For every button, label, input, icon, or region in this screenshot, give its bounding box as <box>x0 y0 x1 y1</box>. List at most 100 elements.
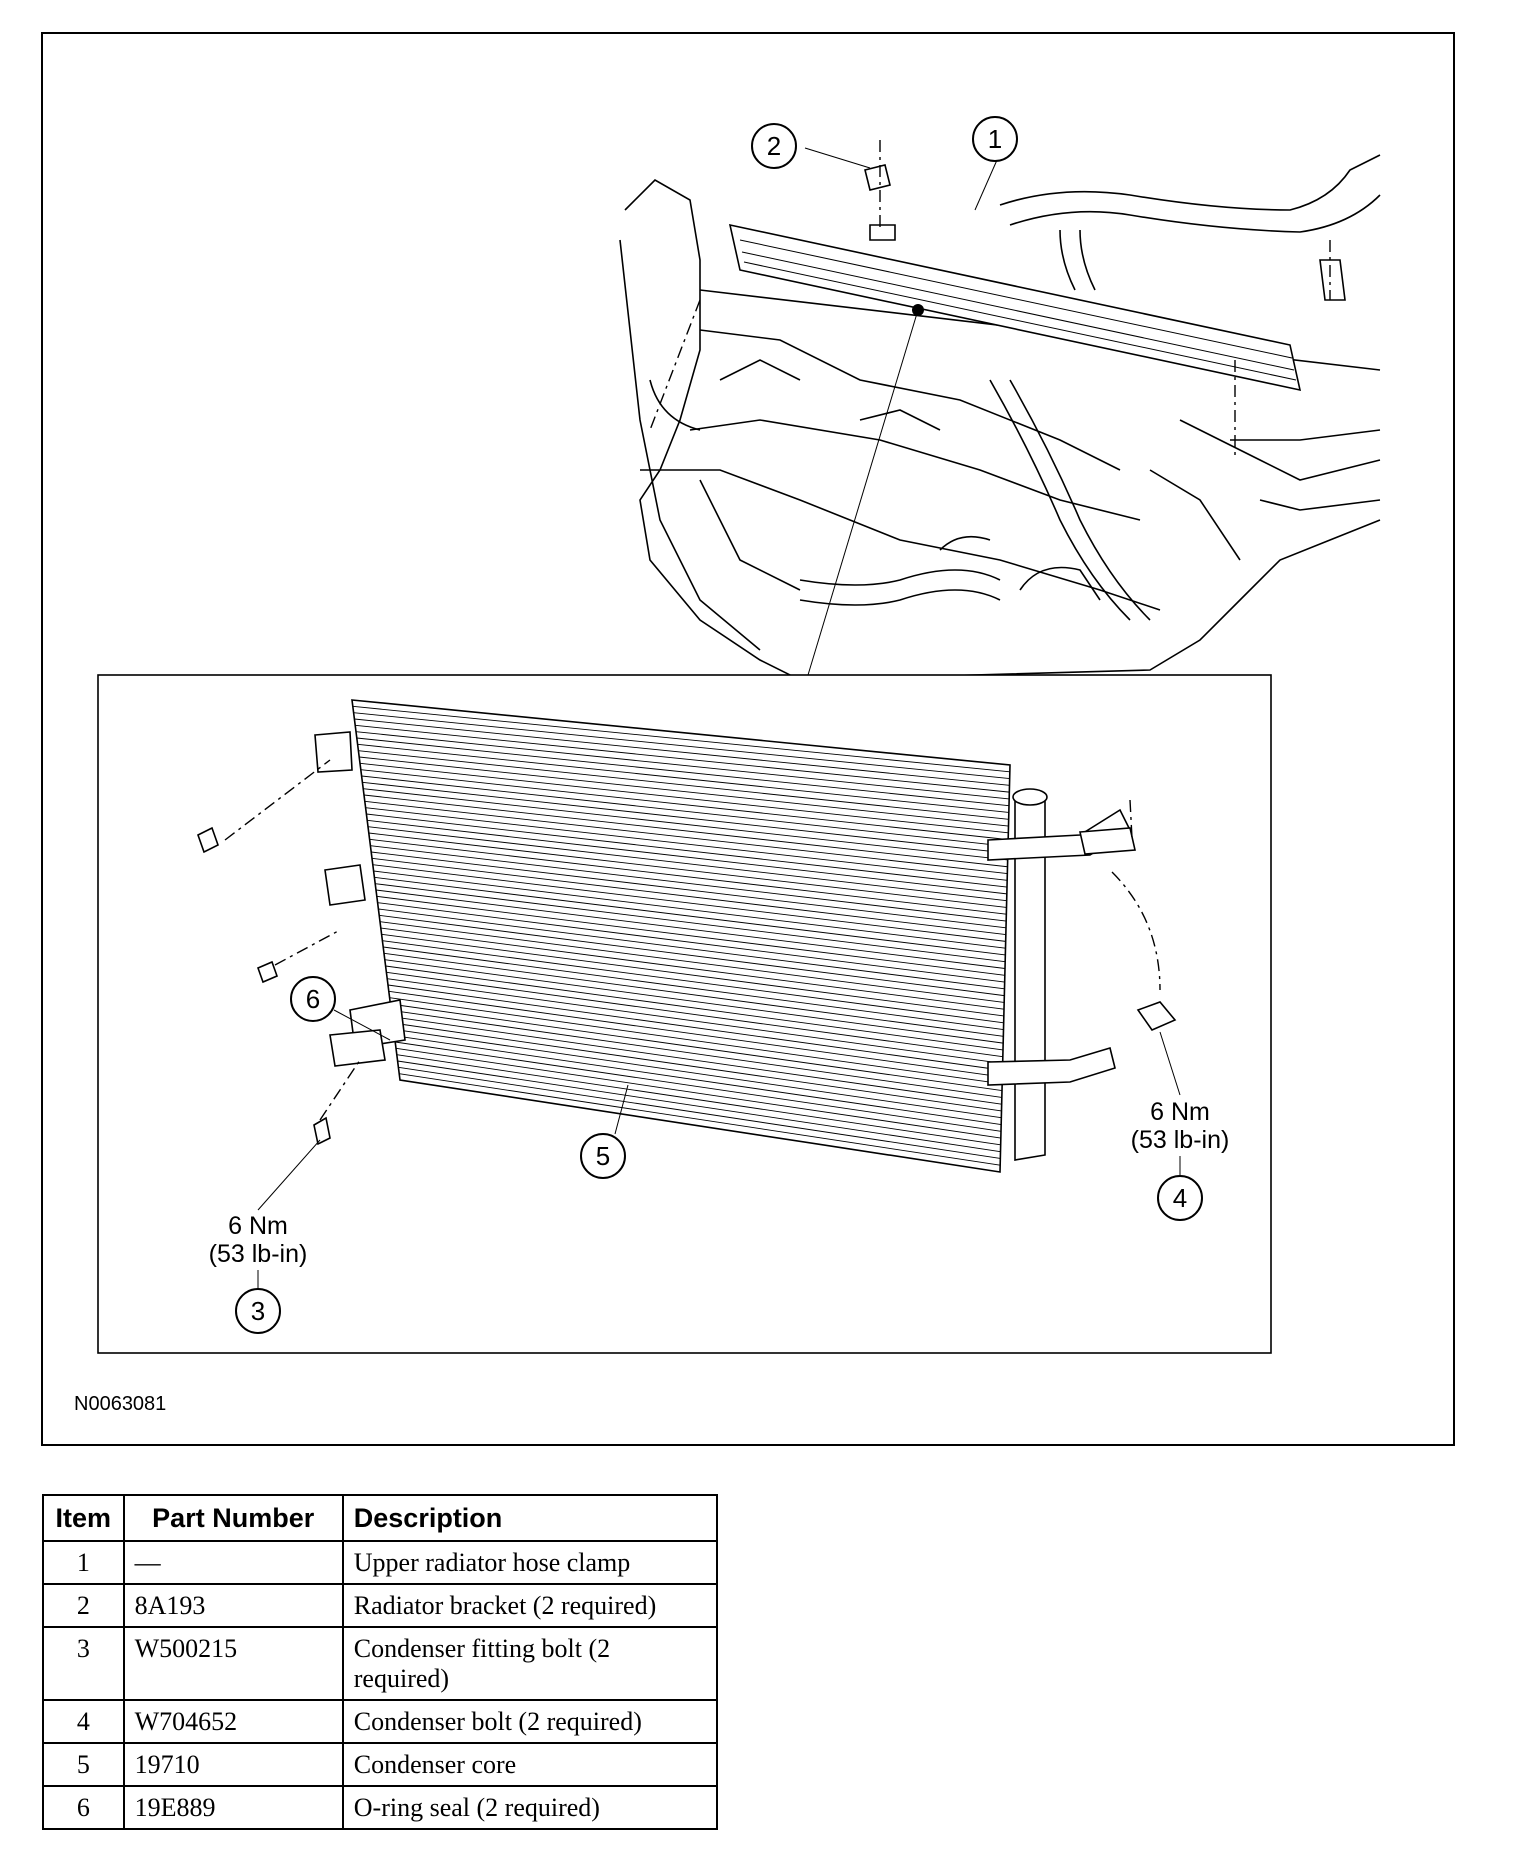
condenser-fin-line <box>386 971 1003 1058</box>
condenser-fin-line <box>372 864 1006 942</box>
condenser-fin-line <box>370 845 1007 922</box>
torque-right-imperial: (53 lb-in) <box>1131 1126 1230 1154</box>
callout-6: 6 <box>290 976 391 1041</box>
cell-part-number: 19E889 <box>122 1785 344 1830</box>
torque-left-metric: 6 Nm <box>228 1212 288 1240</box>
condenser-fin-line <box>355 724 1010 793</box>
header-description: Description <box>341 1494 719 1542</box>
condenser-fin-line <box>355 731 1010 800</box>
cell-item: 4 <box>42 1699 125 1744</box>
middle-left-bolt <box>256 929 341 984</box>
condenser-fin-line <box>357 743 1009 813</box>
condenser-fin-line <box>366 813 1008 888</box>
torque-left-imperial: (53 lb-in) <box>209 1240 308 1268</box>
condenser-fin-line <box>399 1073 1001 1166</box>
condenser-core-illustration <box>314 699 1136 1173</box>
condenser-fin-line <box>365 807 1008 881</box>
condenser-fin-line <box>389 997 1003 1085</box>
table-header-row: Item Part Number Description <box>42 1494 719 1542</box>
condenser-fin-line <box>375 883 1006 963</box>
condenser-fin-line <box>381 933 1004 1017</box>
condenser-fin-line <box>380 927 1005 1010</box>
condenser-fin-line <box>398 1066 1001 1159</box>
table-row: 4 W704652 Condenser bolt (2 required) <box>42 1699 719 1744</box>
callout-4-label: 4 <box>1173 1183 1187 1213</box>
condenser-fin-line <box>359 762 1009 834</box>
cell-part-number: W500215 <box>122 1626 344 1701</box>
cell-item: 1 <box>42 1540 125 1585</box>
fitting-bolt <box>313 1059 361 1146</box>
vehicle-front-end-illustration <box>619 154 1381 681</box>
condenser-fin-line <box>395 1047 1001 1139</box>
condenser-fin-line <box>388 990 1003 1078</box>
table-row: 6 19E889 O-ring seal (2 required) <box>42 1785 719 1830</box>
cell-description: Condenser fitting bolt (2 required) <box>341 1626 719 1701</box>
callout-3-label: 3 <box>251 1296 265 1326</box>
table-row: 1 — Upper radiator hose clamp <box>42 1540 719 1585</box>
cell-description: Upper radiator hose clamp <box>341 1540 719 1585</box>
callout-3: 6 Nm (53 lb-in) 3 <box>209 1139 321 1334</box>
condenser-diagram: 2 1 <box>74 116 1381 1415</box>
condenser-fin-line <box>367 819 1007 895</box>
condenser-fin-line <box>368 832 1007 908</box>
condenser-fin-line <box>356 737 1010 807</box>
condenser-leader-line <box>807 309 919 676</box>
table-row: 3 W500215 Condenser fitting bolt (2 requ… <box>42 1626 719 1701</box>
cell-item: 2 <box>42 1583 125 1628</box>
condenser-fin-line <box>362 781 1008 854</box>
callout-2: 2 <box>751 123 871 169</box>
condenser-fin-line <box>352 705 1010 773</box>
table-row: 2 8A193 Radiator bracket (2 required) <box>42 1583 719 1628</box>
condenser-fin-line <box>392 1022 1002 1112</box>
cell-part-number: 19710 <box>122 1742 344 1787</box>
condenser-fin-line <box>353 712 1010 780</box>
condenser-fin-line <box>371 851 1007 929</box>
condenser-fin-line <box>387 978 1003 1064</box>
condenser-fin-line <box>375 889 1006 969</box>
condenser-fin-line <box>379 921 1005 1003</box>
condenser-fin-line <box>396 1054 1001 1146</box>
cell-item: 6 <box>42 1785 125 1830</box>
condenser-fin-line <box>376 895 1005 976</box>
callout-5-label: 5 <box>596 1141 610 1171</box>
condenser-fin-line <box>364 800 1008 874</box>
callout-2-label: 2 <box>767 131 781 161</box>
callout-4: 6 Nm (53 lb-in) 4 <box>1131 1031 1230 1221</box>
callout-1-label: 1 <box>988 124 1002 154</box>
condenser-fin-line <box>394 1035 1002 1125</box>
condenser-fin-line <box>391 1009 1002 1098</box>
cell-part-number: W704652 <box>122 1699 344 1744</box>
condenser-fin-line <box>379 914 1005 997</box>
upper-left-bolt <box>197 759 331 854</box>
figure-frame <box>41 32 1455 1446</box>
callout-5: 5 <box>580 1084 629 1179</box>
condenser-fin-line <box>361 775 1009 847</box>
condenser-fin-line <box>383 946 1004 1030</box>
table-row: 5 19710 Condenser core <box>42 1742 719 1787</box>
condenser-fin-line <box>359 756 1009 827</box>
condenser-fin-line <box>384 959 1004 1044</box>
condenser-fin-line <box>371 857 1006 936</box>
callout-6-label: 6 <box>306 984 320 1014</box>
torque-right-metric: 6 Nm <box>1150 1098 1210 1126</box>
condenser-fin-line <box>393 1028 1002 1119</box>
parts-table: Item Part Number Description 1 — Upper r… <box>42 1494 719 1830</box>
condenser-fin-line <box>373 870 1006 949</box>
condenser-fin-line <box>387 984 1003 1071</box>
condenser-fin-line <box>363 794 1008 868</box>
condenser-fin-line <box>367 826 1007 902</box>
condenser-fin-line <box>358 750 1009 820</box>
condenser-fin-line <box>369 838 1007 915</box>
condenser-fin-line <box>377 902 1005 983</box>
figure-id: N0063081 <box>74 1393 166 1415</box>
condenser-bolt-right <box>1111 799 1177 1031</box>
condenser-fin-line <box>391 1016 1002 1105</box>
condenser-fin-line <box>360 769 1009 841</box>
cell-description: Radiator bracket (2 required) <box>341 1583 719 1628</box>
condenser-fin-line <box>383 952 1004 1037</box>
condenser-fin-line <box>390 1003 1003 1092</box>
condenser-fin-line <box>382 940 1004 1024</box>
header-item: Item <box>42 1494 125 1542</box>
condenser-fin-line <box>378 908 1005 990</box>
cell-part-number: 8A193 <box>122 1583 344 1628</box>
